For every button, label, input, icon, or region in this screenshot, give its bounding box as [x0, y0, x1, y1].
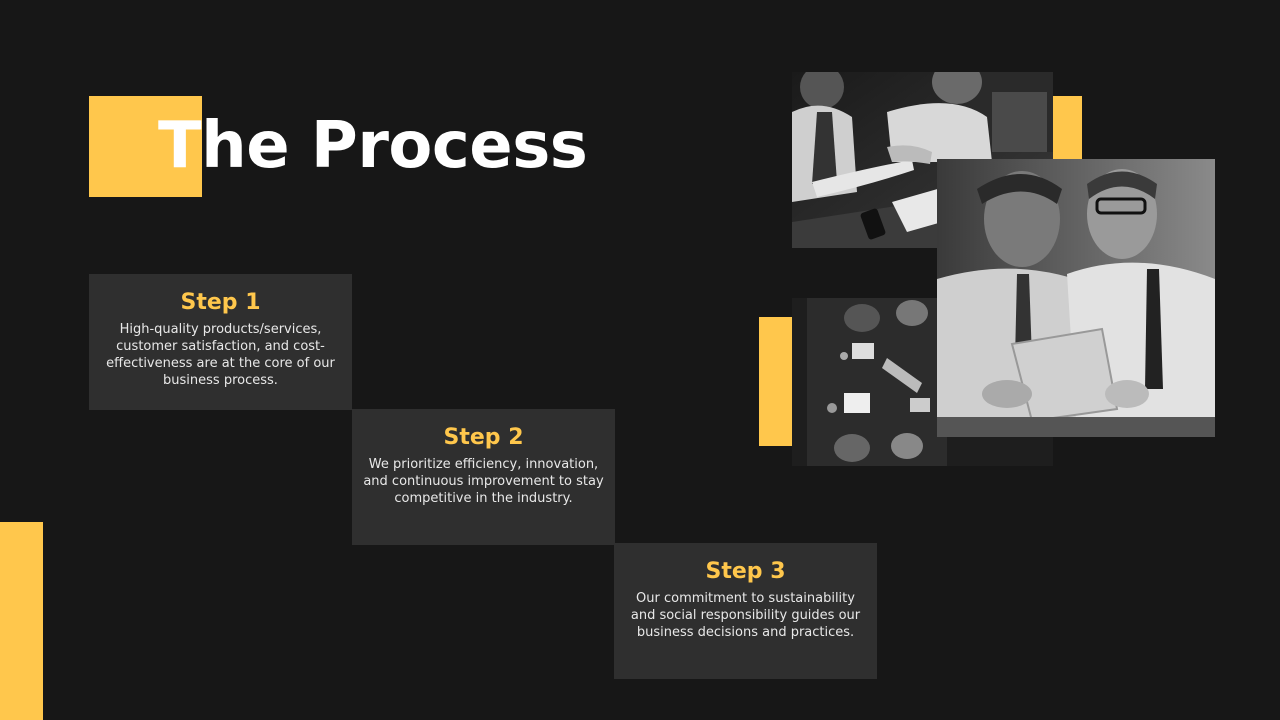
photo-accent-left	[759, 317, 792, 446]
step-title: Step 3	[705, 559, 786, 584]
title-accent-block	[89, 96, 202, 197]
photo-accent-top	[1053, 96, 1082, 160]
step-description: Our commitment to sustainability and soc…	[630, 591, 861, 640]
step-card-2: Step 2 We prioritize efficiency, innovat…	[352, 409, 615, 545]
two-men-tablet-photo	[937, 159, 1215, 437]
step-card-3: Step 3 Our commitment to sustainability …	[614, 543, 877, 679]
step-title: Step 1	[180, 290, 261, 315]
left-accent-bar	[0, 522, 43, 720]
step-description: We prioritize efficiency, innovation, an…	[363, 457, 604, 506]
step-title: Step 2	[443, 425, 524, 450]
step-card-1: Step 1 High-quality products/services, c…	[89, 274, 352, 410]
slide-title: The Process	[158, 109, 588, 183]
step-description: High-quality products/services, customer…	[106, 322, 335, 388]
